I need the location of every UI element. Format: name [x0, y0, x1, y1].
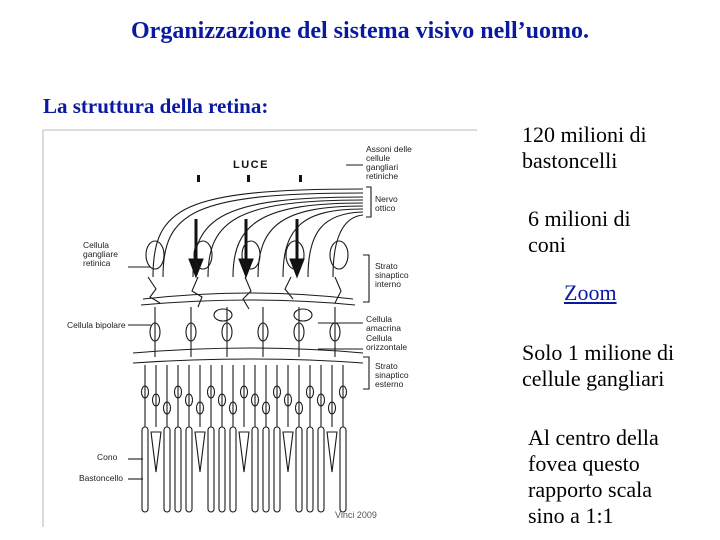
outer-plexiform-label: Strato sinaptico esterno — [375, 361, 409, 389]
cone-label: Cono — [97, 452, 118, 462]
cones-count-text: 6 milioni di coni — [528, 206, 631, 257]
retina-diagram: LUCE Assoni delle cellule gangliari reti… — [33, 127, 477, 527]
optic-nerve-label: Nervo ottico — [375, 194, 398, 213]
image-credit: Vinci 2009 — [335, 510, 377, 520]
ganglion-cell-label: Cellula gangliare retinica — [83, 240, 118, 268]
axons-label: Assoni delle cellule gangliari retiniche — [366, 144, 412, 181]
amacrine-label: Cellula amacrina — [366, 314, 401, 333]
rod-label: Bastoncello — [79, 473, 123, 483]
slide-title: Organizzazione del sistema visivo nell’u… — [131, 18, 589, 44]
ganglion-count-text: Solo 1 milione di cellule gangliari — [522, 340, 675, 391]
horizontal-cell-label: Cellula orizzontale — [366, 333, 408, 352]
light-label: LUCE — [233, 159, 269, 171]
slide-subtitle: La struttura della retina: — [43, 94, 269, 118]
bipolar-cell-label: Cellula bipolare — [67, 320, 126, 330]
fovea-ratio-text: Al centro della fovea questo rapporto sc… — [528, 425, 659, 528]
zoom-link[interactable]: Zoom — [564, 280, 617, 305]
rods-count-text: 120 milioni di bastoncelli — [522, 122, 647, 173]
inner-plexiform-label: Strato sinaptico interno — [375, 261, 409, 289]
retina-drawing — [42, 129, 477, 527]
